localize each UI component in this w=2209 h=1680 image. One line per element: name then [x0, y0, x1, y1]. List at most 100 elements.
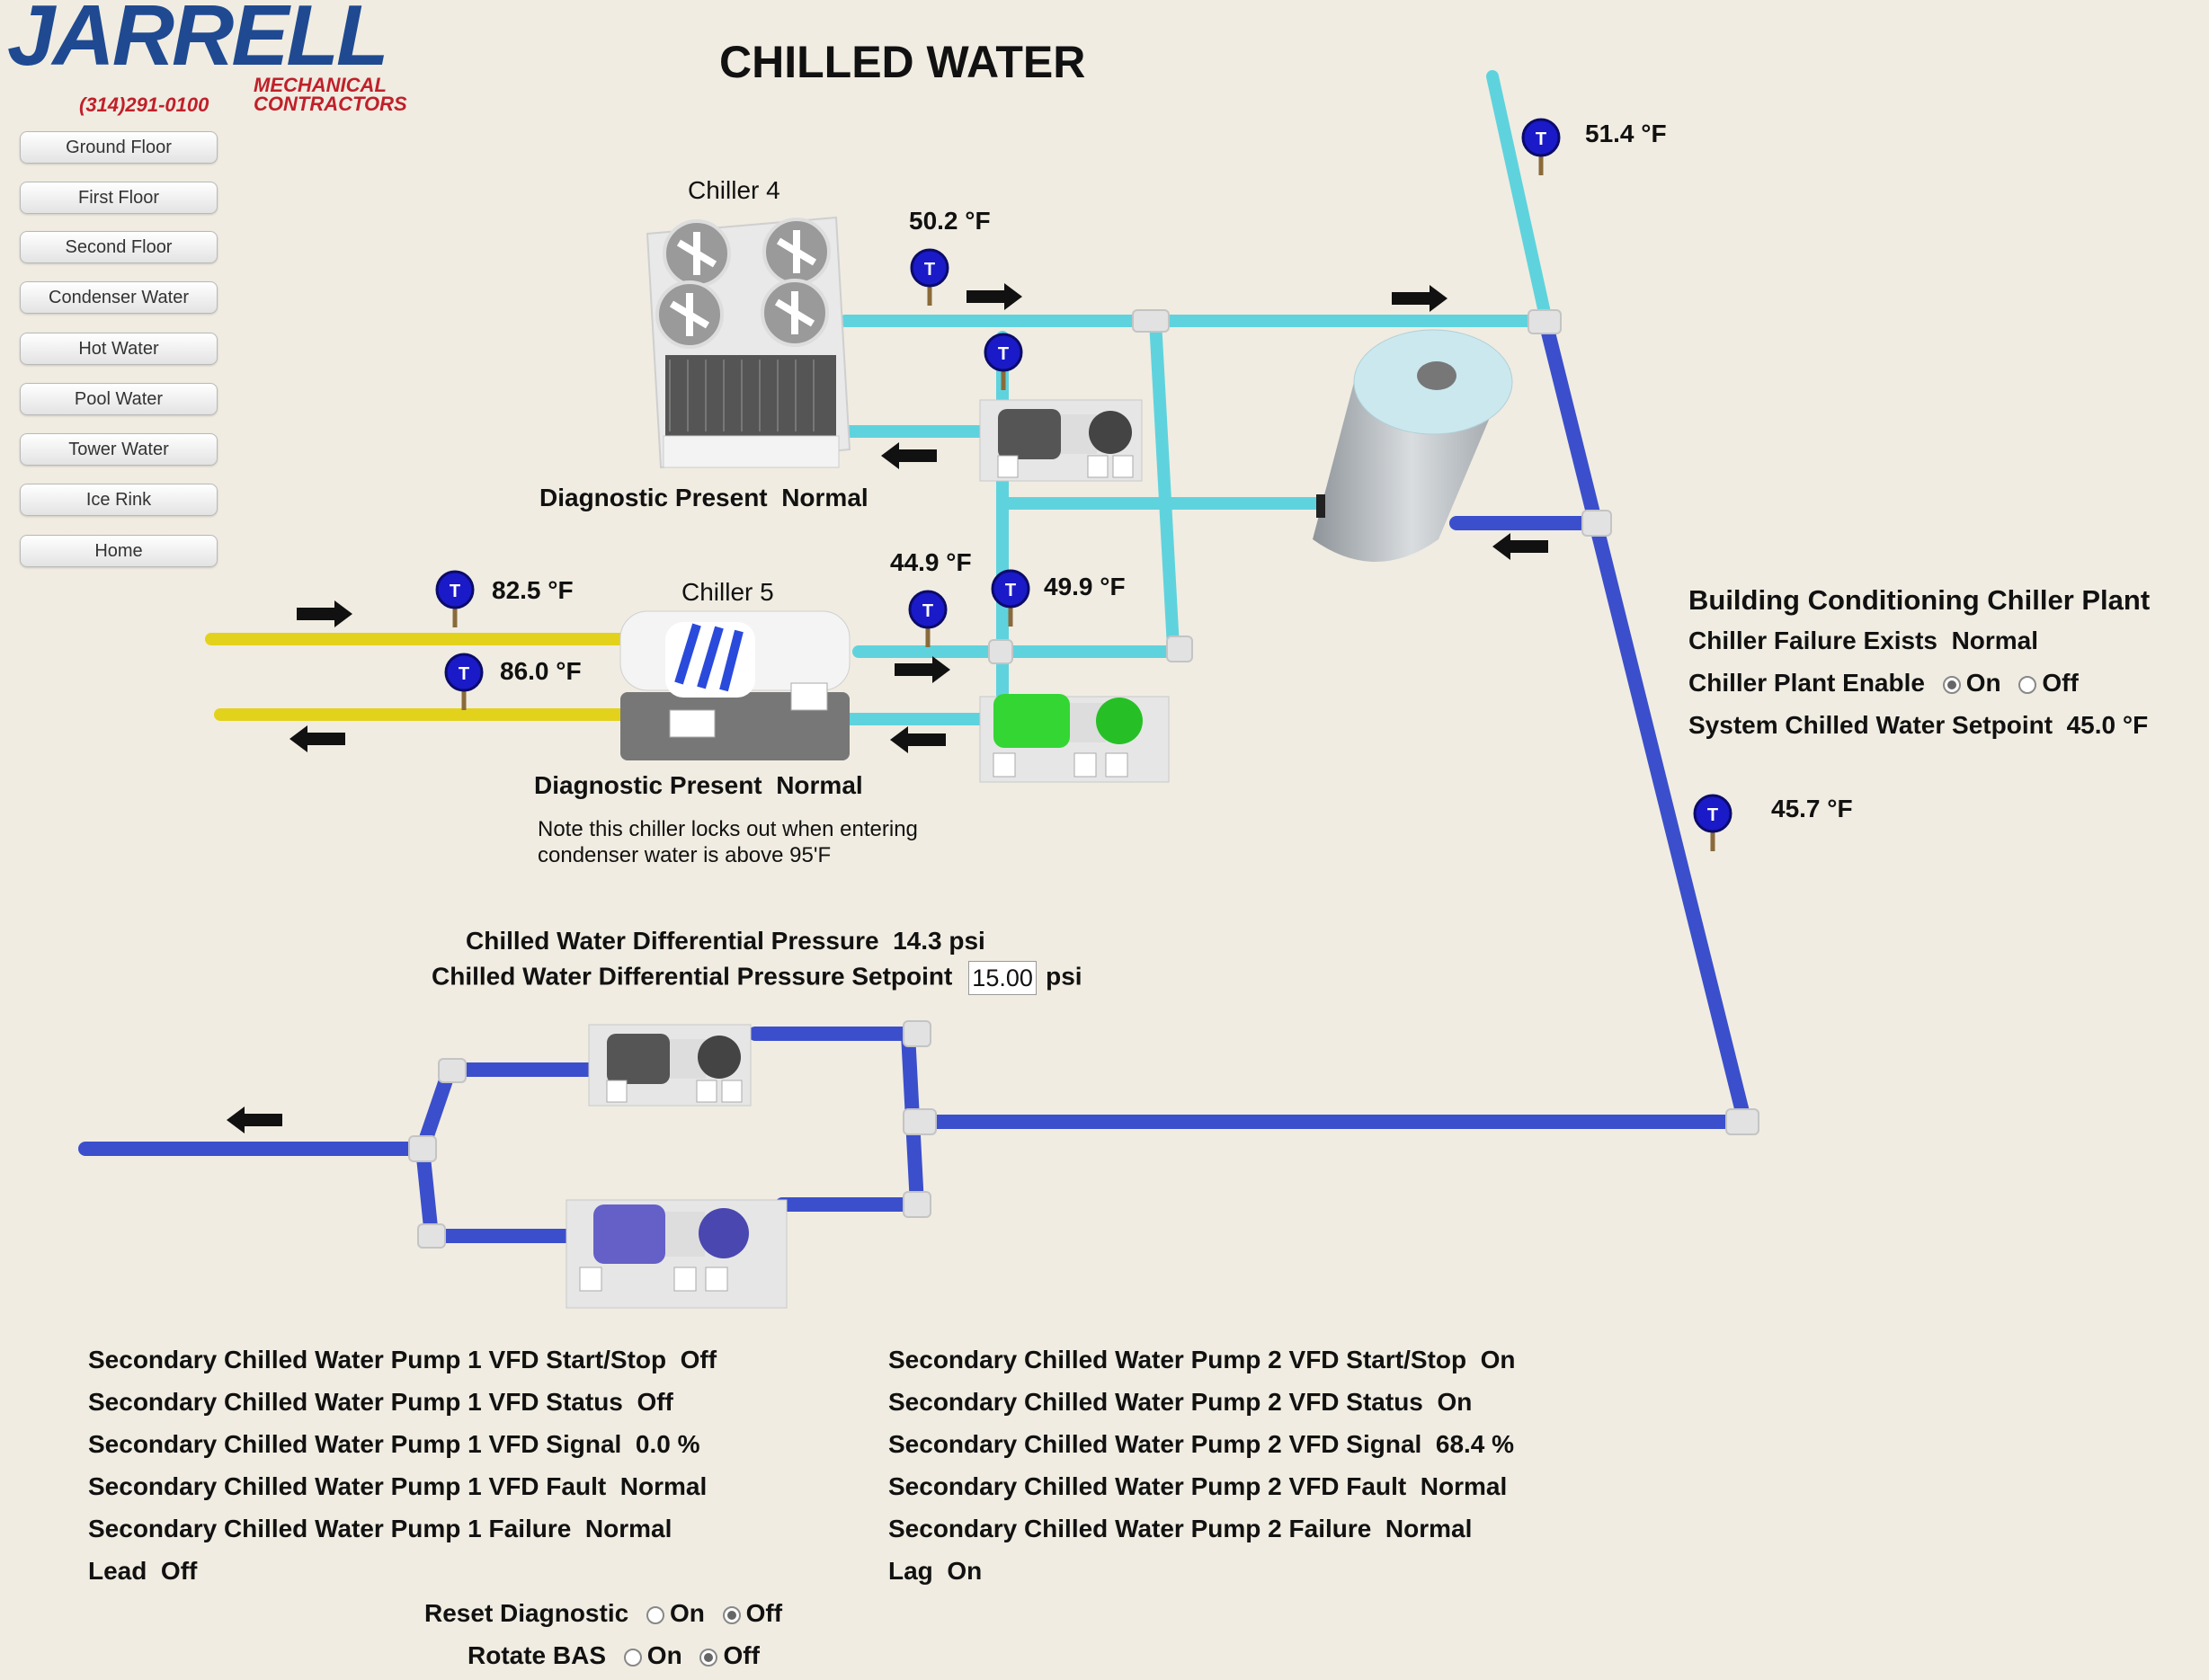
- flow-arrow-icon: [227, 1107, 282, 1133]
- rotate-bas-label: Rotate BAS: [468, 1641, 607, 1669]
- pump2-fault-value: Normal: [1420, 1472, 1508, 1500]
- nav-hot-water[interactable]: Hot Water: [20, 333, 218, 365]
- pump1-row: Secondary Chilled Water Pump 1 VFD Statu…: [88, 1388, 673, 1417]
- pump1-row: Secondary Chilled Water Pump 1 Failure N…: [88, 1515, 672, 1543]
- supply-top-temp: 51.4 °F: [1585, 120, 1667, 147]
- chiller-5-label: Chiller 5: [681, 578, 774, 606]
- nav-home[interactable]: Home: [20, 535, 218, 567]
- pump1-start-stop-value: Off: [680, 1346, 717, 1373]
- pump2-row: Secondary Chilled Water Pump 2 Failure N…: [888, 1515, 1472, 1543]
- logo-subtitle: MECHANICAL CONTRACTORS: [254, 74, 407, 115]
- reset-diagnostic-label: Reset Diagnostic: [424, 1599, 629, 1627]
- flow-arrow-icon: [895, 656, 950, 683]
- secondary-pump-1-icon: [588, 1024, 752, 1107]
- reset-diag-on-radio[interactable]: [646, 1606, 664, 1624]
- rotate-bas-off-radio[interactable]: [699, 1649, 718, 1667]
- condenser-entering-temp: 82.5 °F: [492, 576, 574, 604]
- logo-line1: MECHANICAL: [254, 74, 387, 96]
- pump2-start-stop-label: Secondary Chilled Water Pump 2 VFD Start…: [888, 1346, 1467, 1373]
- nav-pool-water[interactable]: Pool Water: [20, 383, 218, 415]
- chiller-5-note: Note this chiller locks out when enterin…: [538, 817, 918, 867]
- chiller-4-diag-value: Normal: [781, 484, 868, 511]
- pump2-fault-label: Secondary Chilled Water Pump 2 VFD Fault: [888, 1472, 1407, 1500]
- setpoint-row: System Chilled Water Setpoint 45.0 °F: [1688, 711, 2148, 740]
- pump2-signal-value: 68.4 %: [1435, 1430, 1515, 1458]
- nav-ice-rink[interactable]: Ice Rink: [20, 484, 218, 516]
- nav-first-floor[interactable]: First Floor: [20, 182, 218, 214]
- pump1-row: Secondary Chilled Water Pump 1 VFD Fault…: [88, 1472, 707, 1501]
- chiller-5-leaving-temp: 44.9 °F: [890, 548, 972, 576]
- plant-title: Building Conditioning Chiller Plant: [1688, 584, 2151, 616]
- flow-arrow-icon: [297, 600, 352, 627]
- rotate-bas-off-label: Off: [723, 1641, 760, 1669]
- pump1-failure-label: Secondary Chilled Water Pump 1 Failure: [88, 1515, 572, 1542]
- secondary-pump-2-icon: [566, 1199, 788, 1309]
- pump1-failure-value: Normal: [584, 1515, 672, 1542]
- pump1-status-label: Secondary Chilled Water Pump 1 VFD Statu…: [88, 1388, 623, 1416]
- reset-diagnostic-row: Reset Diagnostic On Off: [424, 1599, 782, 1628]
- chiller-4-label: Chiller 4: [688, 176, 780, 204]
- pump2-row: Secondary Chilled Water Pump 2 VFD Statu…: [888, 1388, 1472, 1417]
- pump2-failure-value: Normal: [1385, 1515, 1473, 1542]
- nav-ground-floor[interactable]: Ground Floor: [20, 131, 218, 164]
- temperature-sensor-icon: [1523, 120, 1559, 175]
- primary-pump-2-icon: [979, 694, 1170, 783]
- temperature-sensor-icon: [437, 572, 473, 627]
- pump2-row: Secondary Chilled Water Pump 2 VFD Fault…: [888, 1472, 1507, 1501]
- rotate-bas-on-radio[interactable]: [623, 1649, 642, 1667]
- nav-second-floor[interactable]: Second Floor: [20, 231, 218, 263]
- pump2-signal-label: Secondary Chilled Water Pump 2 VFD Signa…: [888, 1430, 1422, 1458]
- chiller-4-diagnostic: Diagnostic Present Normal: [539, 484, 868, 512]
- chiller-failure-value: Normal: [1951, 627, 2039, 654]
- common-temp: 49.9 °F: [1044, 573, 1126, 600]
- chiller-5-icon: [619, 610, 851, 760]
- dp-label: Chilled Water Differential Pressure: [466, 927, 879, 955]
- chiller-4-diag-label: Diagnostic Present: [539, 484, 768, 511]
- pump2-lag-value: On: [947, 1557, 983, 1585]
- chiller-failure-label: Chiller Failure Exists: [1688, 627, 1937, 654]
- chiller-plant-enable-label: Chiller Plant Enable: [1688, 669, 1925, 697]
- reset-diag-off-radio[interactable]: [722, 1606, 741, 1624]
- chiller-5-diag-value: Normal: [776, 771, 863, 799]
- nav-tower-water[interactable]: Tower Water: [20, 433, 218, 466]
- pump1-lead-value: Off: [160, 1557, 198, 1585]
- pump2-row: Secondary Chilled Water Pump 2 VFD Start…: [888, 1346, 1516, 1374]
- flow-arrow-icon: [1492, 533, 1548, 560]
- company-logo: JARRELL: [7, 0, 389, 84]
- logo-line2: CONTRACTORS: [254, 93, 407, 115]
- chiller-plant-enable-row: Chiller Plant Enable On Off: [1688, 669, 2079, 698]
- dp-value: 14.3 psi: [893, 927, 985, 955]
- dp-setpoint-row: Chilled Water Differential Pressure Setp…: [432, 961, 1082, 995]
- dp-setpoint-input[interactable]: 15.00: [968, 961, 1038, 995]
- pump1-start-stop-label: Secondary Chilled Water Pump 1 VFD Start…: [88, 1346, 667, 1373]
- plant-enable-on-radio[interactable]: [1942, 676, 1961, 694]
- chiller-failure-row: Chiller Failure Exists Normal: [1688, 627, 2038, 655]
- condenser-leaving-temp: 86.0 °F: [500, 657, 582, 685]
- setpoint-label: System Chilled Water Setpoint: [1688, 711, 2053, 739]
- flow-arrow-icon: [966, 283, 1022, 310]
- pump1-row: Secondary Chilled Water Pump 1 VFD Signa…: [88, 1430, 699, 1459]
- pump2-status-label: Secondary Chilled Water Pump 2 VFD Statu…: [888, 1388, 1423, 1416]
- pump2-status-value: On: [1437, 1388, 1473, 1416]
- pump1-lead-label: Lead: [88, 1557, 147, 1585]
- chiller-5-diag-label: Diagnostic Present: [534, 771, 762, 799]
- plant-enable-on-label: On: [1965, 669, 2001, 697]
- logo-phone: (314)291-0100: [79, 93, 209, 116]
- plant-enable-off-radio[interactable]: [2018, 676, 2037, 694]
- chiller-4-icon: [646, 216, 851, 469]
- pump2-row: Lag On: [888, 1557, 982, 1586]
- pump1-row: Secondary Chilled Water Pump 1 VFD Start…: [88, 1346, 717, 1374]
- plant-enable-off-label: Off: [2042, 669, 2079, 697]
- chiller-4-leaving-temp: 50.2 °F: [909, 207, 991, 235]
- flow-arrow-icon: [289, 725, 345, 752]
- pump2-row: Secondary Chilled Water Pump 2 VFD Signa…: [888, 1430, 1514, 1459]
- pump1-signal-value: 0.0 %: [635, 1430, 700, 1458]
- pump2-lag-label: Lag: [888, 1557, 933, 1585]
- chw-return-piping: [78, 318, 1751, 1243]
- pump1-row: Lead Off: [88, 1557, 197, 1586]
- return-temp: 45.7 °F: [1771, 795, 1853, 822]
- primary-pump-1-icon: [979, 399, 1143, 482]
- nav-condenser-water[interactable]: Condenser Water: [20, 281, 218, 314]
- pump2-failure-label: Secondary Chilled Water Pump 2 Failure: [888, 1515, 1372, 1542]
